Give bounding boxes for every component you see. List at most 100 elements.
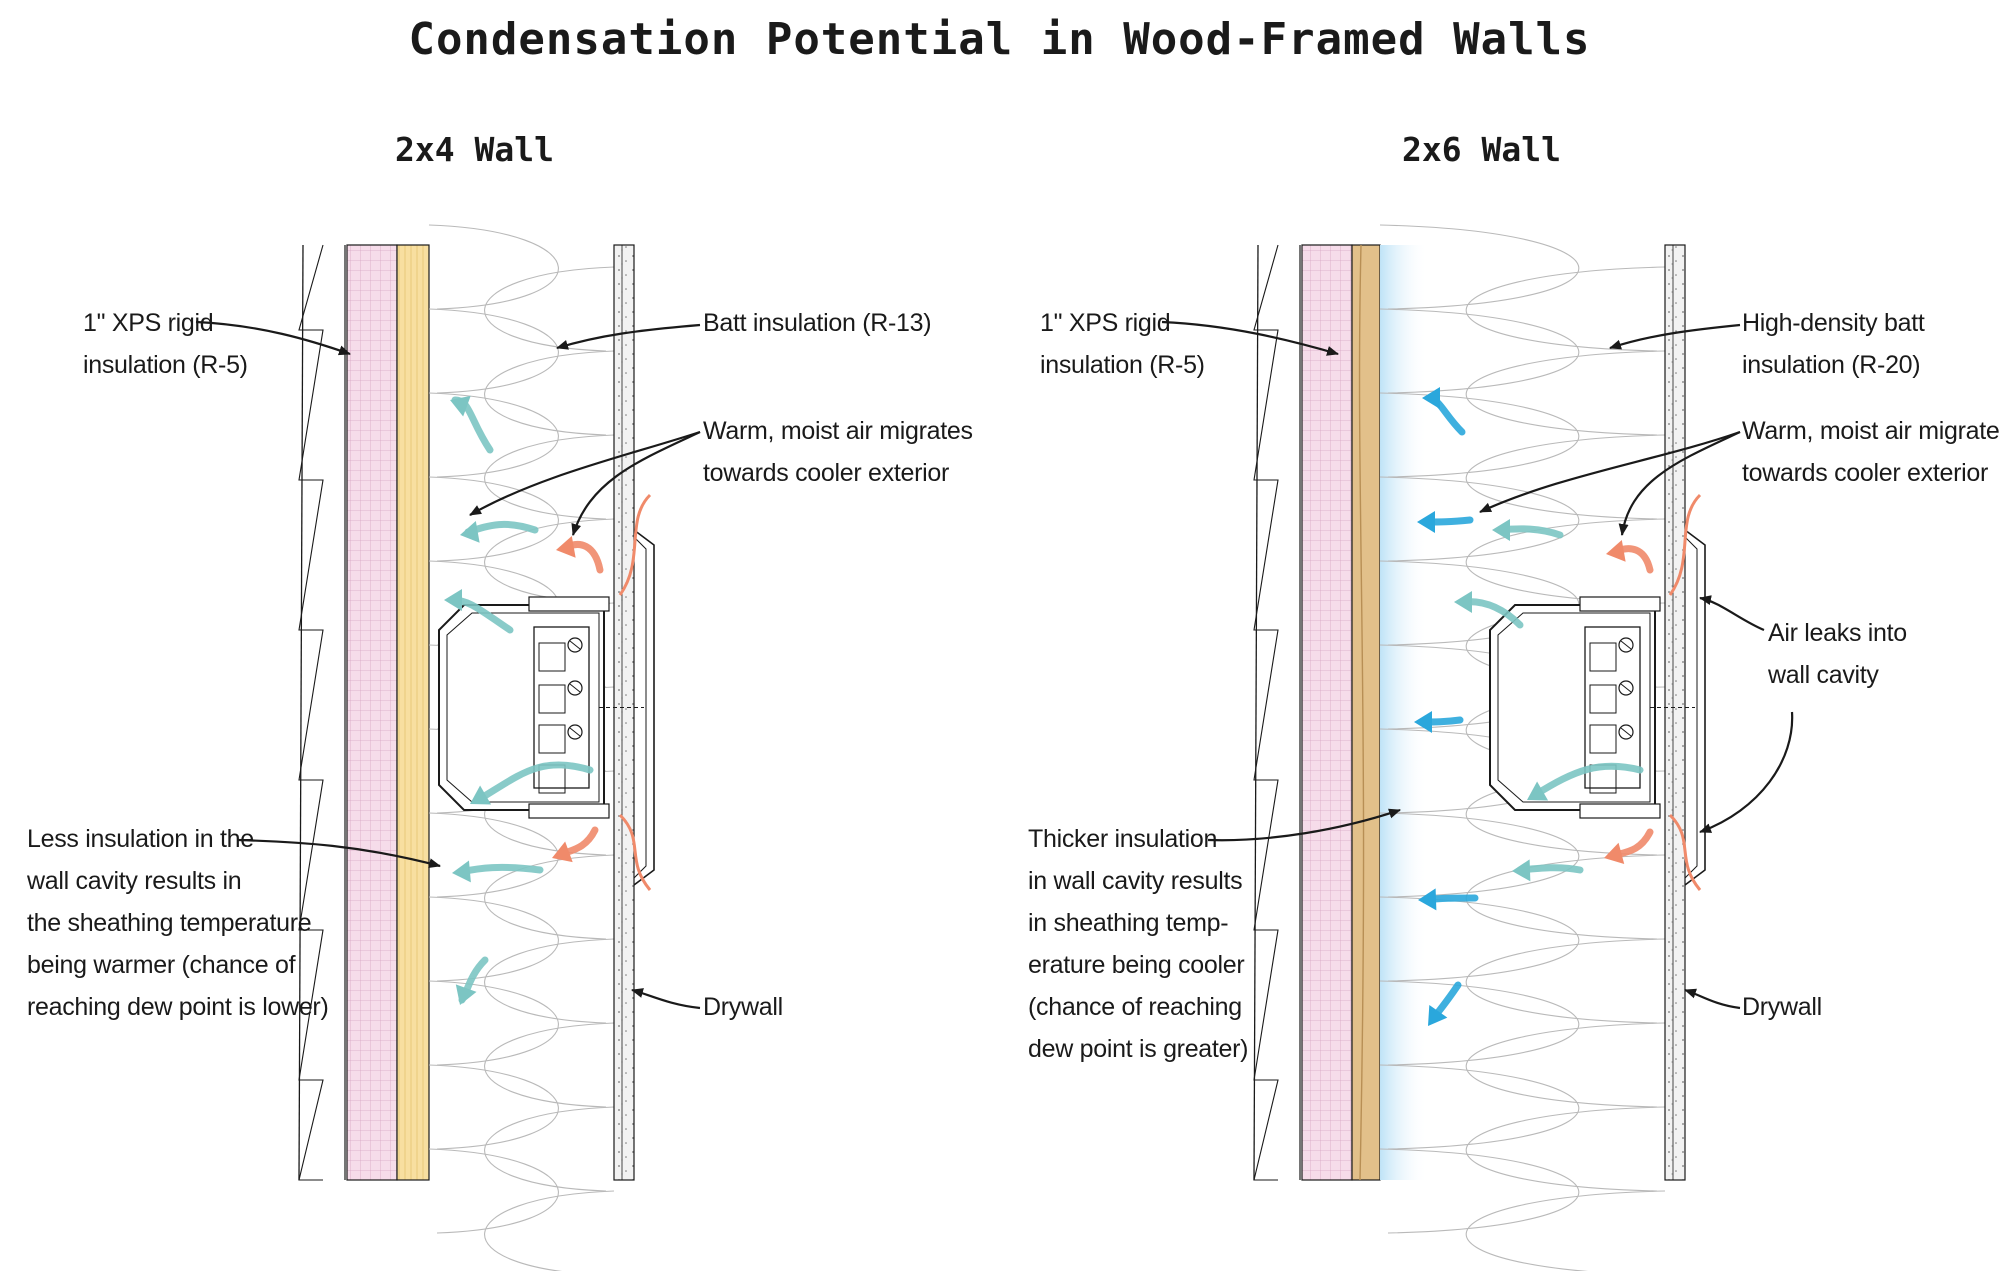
air-leak-curve <box>1668 493 1702 596</box>
batt-insulation-loop <box>428 896 615 1024</box>
moist-air-arrow <box>552 841 573 863</box>
receptacle-slot <box>538 684 566 714</box>
xps-rigid-insulation <box>346 244 398 1181</box>
label-2x6-rigid: 1" XPS rigid insulation (R-5) <box>1040 309 1205 379</box>
receptacle <box>533 626 590 789</box>
receptacle-slot <box>1589 684 1617 714</box>
moist-air-arrow <box>455 984 477 1005</box>
label-2x6-batt: High-density batt insulation (R-20) <box>1742 309 1925 379</box>
air-leak-curve <box>1668 813 1702 891</box>
label-2x6-sheathing: Thicker insulation in wall cavity result… <box>1028 825 1249 1063</box>
electrical-box <box>1489 529 1706 886</box>
receptacle-slot <box>538 724 566 754</box>
panel-2x4-heading: 2x4 Wall <box>395 130 554 169</box>
panel-2x6-wall <box>1253 224 1706 1271</box>
batt-insulation-loop <box>428 980 615 1108</box>
sheathing-grain <box>1358 244 1365 1181</box>
osb-sheathing <box>396 244 430 1181</box>
receptacle-slot <box>538 642 566 672</box>
leader-2x6-warm-air-a <box>1479 430 1741 513</box>
moist-air-arrow <box>444 589 462 611</box>
leader-2x4-rigid <box>195 320 351 356</box>
screw-slot <box>1620 683 1632 693</box>
osb-sheathing <box>1351 244 1381 1181</box>
drywall-layer <box>613 244 635 1181</box>
label-2x4-rigid: 1" XPS rigid insulation (R-5) <box>83 309 248 379</box>
screw-slot <box>1620 727 1632 737</box>
batt-insulation-loop <box>1379 308 1666 436</box>
leader-2x6-warm-air-b <box>1618 431 1741 536</box>
moist-air-arrow <box>1454 591 1472 613</box>
moist-air-arrow <box>1417 511 1435 533</box>
label-2x6-air-leaks: Air leaks into wall cavity <box>1768 619 1907 689</box>
electrical-box <box>438 529 655 886</box>
leader-2x6-batt <box>1609 323 1741 350</box>
screw-slot <box>569 683 581 693</box>
moist-air-arrow <box>556 536 576 558</box>
leader-2x6-rigid <box>1161 320 1339 356</box>
siding-outer-line <box>1253 244 1259 1181</box>
label-2x6-drywall: Drywall <box>1742 993 1822 1021</box>
moist-air-arrow <box>460 521 480 543</box>
moist-air-arrow <box>1604 842 1625 864</box>
receptacle <box>1584 626 1641 789</box>
batt-insulation-loop <box>1379 392 1666 520</box>
cover-plate <box>633 529 655 886</box>
batt-insulation-loop <box>1379 1064 1666 1192</box>
leader-2x4-sheathing <box>237 838 441 869</box>
leader-2x6-air-leaks-top <box>1699 595 1765 632</box>
cool-air-arrow <box>1531 762 1644 799</box>
screw-slot <box>569 727 581 737</box>
lap-siding-profile <box>1253 244 1279 1181</box>
receptacle-slot <box>1589 724 1617 754</box>
air-leak-curve <box>618 493 652 596</box>
label-2x4-drywall: Drywall <box>703 993 783 1021</box>
leader-2x4-batt <box>556 323 701 350</box>
batt-insulation-loop <box>428 1064 615 1192</box>
batt-insulation-loop <box>428 476 615 604</box>
screw-slot <box>569 640 581 650</box>
moist-air-arrow <box>450 395 471 417</box>
mounting-ear-top <box>528 596 610 612</box>
panel-2x6-heading: 2x6 Wall <box>1402 130 1561 169</box>
moist-air-arrow <box>470 785 492 805</box>
label-2x4-batt: Batt insulation (R-13) <box>703 309 932 337</box>
lap-siding-profile <box>298 244 324 1181</box>
mounting-ear-bottom <box>528 803 610 819</box>
batt-insulation-loop <box>428 812 615 940</box>
moist-air-arrow <box>1428 1004 1448 1026</box>
moist-air-arrow <box>1527 781 1549 801</box>
diagram-title: Condensation Potential in Wood-Framed Wa… <box>408 14 1591 65</box>
batt-insulation-loop <box>428 308 615 436</box>
batt-insulation-loop <box>428 1148 615 1271</box>
cold-zone-gradient <box>1380 245 1428 1180</box>
cool-air-arrow <box>464 520 539 536</box>
drywall-layer <box>1664 244 1686 1181</box>
moist-air-arrow <box>1492 519 1510 541</box>
leader-2x6-sheathing <box>1207 808 1401 842</box>
panel-2x4-wall <box>298 224 655 1271</box>
screw-slot <box>1620 640 1632 650</box>
leader-2x4-warm-air-a <box>469 430 701 516</box>
mounting-ear-top <box>1579 596 1661 612</box>
moist-air-arrow <box>452 860 471 883</box>
wall-panels <box>195 224 1794 1271</box>
moist-air-arrow <box>1606 540 1626 562</box>
label-2x6-warm-air: Warm, moist air migrates towards cooler … <box>1742 417 1999 487</box>
batt-insulation-loop <box>1379 980 1666 1108</box>
box-inner <box>1497 612 1651 803</box>
cover-plate-inner <box>1684 536 1698 879</box>
batt-insulation-loop <box>1379 896 1666 1024</box>
cool-air-arrow <box>456 863 544 876</box>
leader-2x4-drywall <box>631 988 701 1010</box>
label-2x4-sheathing: Less insulation in the wall cavity resul… <box>27 825 329 1021</box>
batt-insulation-loop <box>428 224 615 352</box>
cover-plate <box>1684 529 1706 886</box>
leader-2x4-warm-air-b <box>571 431 701 536</box>
receptacle-slot <box>1589 642 1617 672</box>
batt-insulation-loop <box>428 392 615 520</box>
moist-air-arrow <box>1418 888 1437 911</box>
batt-insulation-loop <box>1379 1148 1666 1271</box>
